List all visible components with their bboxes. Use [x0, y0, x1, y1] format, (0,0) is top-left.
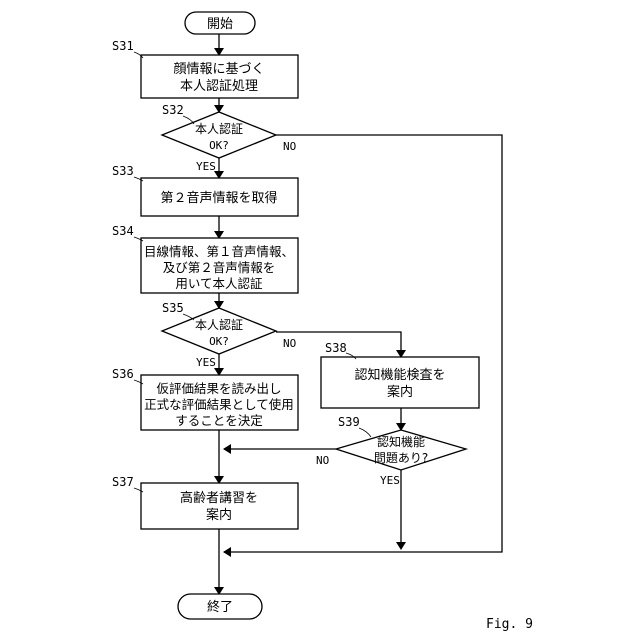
decision-s39: 認知機能 問題あり?: [336, 430, 466, 470]
step-s38: 認知機能検査を 案内: [321, 357, 479, 408]
branch-s35-no: NO: [283, 337, 296, 350]
step-s37: 高齢者講習を 案内: [141, 483, 298, 529]
step-id-s31: S31: [112, 39, 134, 53]
step-id-s36: S36: [112, 367, 134, 381]
start-label: 開始: [207, 17, 233, 32]
step-s36-line-1: 仮評価結果を読み出し: [156, 381, 281, 396]
step-s34-line-1: 目線情報、第１音声情報、: [144, 244, 294, 259]
step-s33-line-1: 第２音声情報を取得: [160, 190, 277, 206]
step-id-s39: S39: [338, 415, 360, 429]
step-s31: 顔情報に基づく 本人認証処理: [141, 55, 298, 98]
step-id-s38: S38: [325, 341, 347, 355]
step-s36-line-2: 正式な評価結果として使用: [144, 397, 294, 412]
step-id-s33: S33: [112, 164, 134, 178]
branch-s35-yes: YES: [196, 356, 216, 369]
decision-s32: 本人認証 OK?: [162, 112, 276, 158]
decision-s35-line-2: OK?: [209, 335, 229, 348]
branch-s32-no: NO: [283, 140, 296, 153]
decision-s39-line-2: 問題あり?: [374, 451, 428, 465]
end-label: 終了: [207, 599, 233, 615]
step-s36: 仮評価結果を読み出し 正式な評価結果として使用 することを決定: [141, 375, 298, 430]
step-s37-line-2: 案内: [206, 507, 232, 523]
step-id-s34: S34: [112, 224, 134, 238]
step-id-s32: S32: [162, 103, 184, 117]
step-s36-line-3: することを決定: [175, 413, 263, 428]
decision-s32-line-2: OK?: [209, 139, 229, 152]
step-s33: 第２音声情報を取得: [141, 178, 298, 216]
end-node: 終了: [178, 594, 262, 619]
step-s37-line-1: 高齢者講習を: [180, 490, 258, 506]
step-id-s35: S35: [162, 301, 184, 315]
step-s34-line-2: 及び第２音声情報を: [163, 260, 276, 275]
decision-s39-line-1: 認知機能: [377, 434, 425, 449]
decision-s35-line-1: 本人認証: [195, 317, 243, 332]
branch-s39-no: NO: [316, 454, 329, 467]
step-s31-line-2: 本人認証処理: [180, 78, 258, 94]
step-s34-line-3: 用いて本人認証: [175, 276, 263, 291]
step-s38-line-1: 認知機能検査を: [354, 367, 445, 383]
branch-s39-yes: YES: [380, 474, 400, 487]
start-node: 開始: [185, 12, 255, 34]
figure-label: Fig. 9: [486, 617, 533, 632]
step-id-s37: S37: [112, 475, 134, 489]
branch-s32-yes: YES: [196, 160, 216, 173]
step-s31-line-1: 顔情報に基づく: [173, 62, 264, 77]
step-s38-line-2: 案内: [387, 384, 413, 400]
step-s34: 目線情報、第１音声情報、 及び第２音声情報を 用いて本人認証: [141, 238, 298, 293]
decision-s32-line-1: 本人認証: [195, 121, 243, 136]
